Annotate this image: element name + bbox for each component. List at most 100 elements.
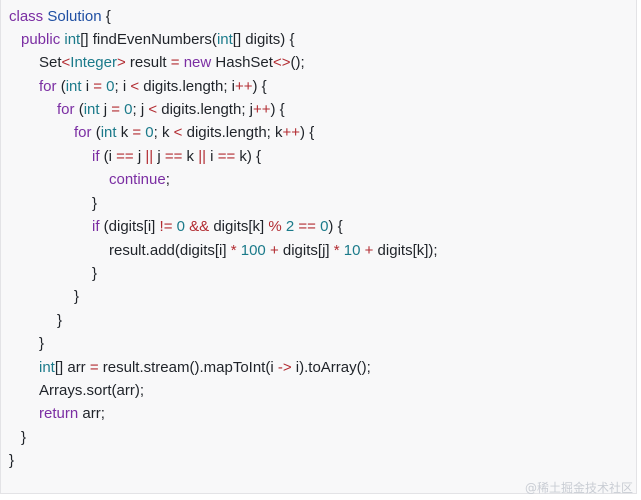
- code-token: ; i: [114, 78, 131, 95]
- code-token: <: [61, 54, 71, 71]
- code-line: }: [92, 192, 97, 215]
- code-token: ) {: [328, 218, 343, 235]
- code-token: int: [39, 359, 55, 376]
- code-line: continue;: [109, 168, 170, 191]
- code-token: if: [92, 218, 104, 235]
- code-line: public int[] findEvenNumbers(int[] digit…: [21, 28, 294, 51]
- code-token: i: [206, 148, 218, 165]
- code-token: ;: [165, 171, 170, 188]
- code-token: 100: [236, 242, 266, 259]
- code-token: ==: [294, 218, 316, 235]
- code-token: int: [83, 101, 100, 118]
- code-token: [] arr: [54, 359, 90, 376]
- code-token: (digits[i]: [103, 218, 160, 235]
- code-token: result: [125, 54, 171, 71]
- code-token: ==: [164, 148, 183, 165]
- code-token: digits.length; j: [157, 101, 253, 118]
- code-token: >: [116, 54, 126, 71]
- code-token: }: [39, 335, 45, 352]
- code-token: =: [170, 54, 180, 71]
- code-token: [] findEvenNumbers(: [80, 31, 217, 48]
- code-token: int: [65, 78, 82, 95]
- code-token: new: [179, 54, 216, 71]
- code-line: return arr;: [39, 402, 105, 425]
- code-token: public: [21, 31, 65, 48]
- code-token: <: [173, 124, 183, 141]
- code-token: digits[k]: [209, 218, 269, 235]
- code-token: =: [93, 78, 102, 95]
- code-token: ; j: [132, 101, 149, 118]
- code-token: ; k: [153, 124, 174, 141]
- code-token: if: [92, 148, 104, 165]
- code-line: }: [74, 285, 79, 308]
- code-token: k: [116, 124, 133, 141]
- code-token: [] digits) {: [232, 31, 295, 48]
- code-token: &&: [184, 218, 210, 235]
- code-token: (: [60, 78, 66, 95]
- code-token: ++: [234, 78, 253, 95]
- code-token: result.stream().mapToInt(i: [98, 359, 278, 376]
- code-token: digits[k]);: [373, 242, 438, 259]
- code-token: +: [360, 242, 374, 259]
- code-token: ) {: [300, 124, 315, 141]
- code-token: %: [268, 218, 282, 235]
- code-token: }: [74, 288, 80, 305]
- code-token: <: [130, 78, 140, 95]
- code-token: arr;: [82, 405, 105, 422]
- code-token: }: [92, 265, 98, 282]
- code-line: for (int k = 0; k < digits.length; k++) …: [74, 121, 314, 144]
- code-token: j: [133, 148, 146, 165]
- code-line: if (digits[i] != 0 && digits[k] % 2 == 0…: [92, 215, 343, 238]
- code-token: (i: [103, 148, 117, 165]
- code-line: }: [92, 262, 97, 285]
- code-token: ==: [116, 148, 134, 165]
- code-token: 0: [119, 101, 133, 118]
- code-line: }: [21, 426, 26, 449]
- code-line: }: [9, 449, 14, 472]
- watermark: @稀土掘金技术社区: [524, 481, 633, 495]
- code-token: <>: [272, 54, 291, 71]
- code-token: {: [101, 8, 111, 25]
- code-token: ();: [290, 54, 305, 71]
- code-token: =: [132, 124, 142, 141]
- code-token: for: [57, 101, 79, 118]
- code-token: for: [74, 124, 96, 141]
- code-token: *: [230, 242, 237, 259]
- code-token: !=: [159, 218, 173, 235]
- code-line: class Solution {: [9, 5, 111, 28]
- code-token: ++: [252, 101, 271, 118]
- code-token: }: [21, 429, 27, 446]
- code-line: for (int j = 0; j < digits.length; j++) …: [57, 98, 285, 121]
- code-token: 2: [281, 218, 295, 235]
- code-token: (: [95, 124, 101, 141]
- code-line: result.add(digits[i] * 100 + digits[j] *…: [109, 239, 438, 262]
- code-token: ) {: [252, 78, 267, 95]
- code-token: continue: [109, 171, 166, 188]
- code-token: k: [182, 148, 199, 165]
- code-token: digits.length; i: [139, 78, 235, 95]
- code-token: int: [64, 31, 81, 48]
- code-token: }: [57, 312, 63, 329]
- code-token: =: [111, 101, 120, 118]
- code-line: if (i == j || j == k || i == k) {: [92, 145, 261, 168]
- code-token: k) {: [235, 148, 262, 165]
- code-line: for (int i = 0; i < digits.length; i++) …: [39, 75, 267, 98]
- code-token: result.add(digits[i]: [109, 242, 231, 259]
- code-line: }: [39, 332, 44, 355]
- code-token: ->: [277, 359, 292, 376]
- code-token: <: [148, 101, 158, 118]
- code-token: digits[j]: [278, 242, 334, 259]
- code-token: ||: [198, 148, 207, 165]
- code-token: }: [9, 452, 15, 469]
- code-token: return: [39, 405, 83, 422]
- code-line: Set<Integer> result = new HashSet<>();: [39, 51, 305, 74]
- code-token: (: [78, 101, 84, 118]
- code-line: int[] arr = result.stream().mapToInt(i -…: [39, 356, 371, 379]
- code-token: 0: [315, 218, 329, 235]
- code-token: Set: [39, 54, 62, 71]
- code-token: for: [39, 78, 61, 95]
- code-token: int: [100, 124, 117, 141]
- code-token: +: [265, 242, 279, 259]
- code-token: ||: [145, 148, 154, 165]
